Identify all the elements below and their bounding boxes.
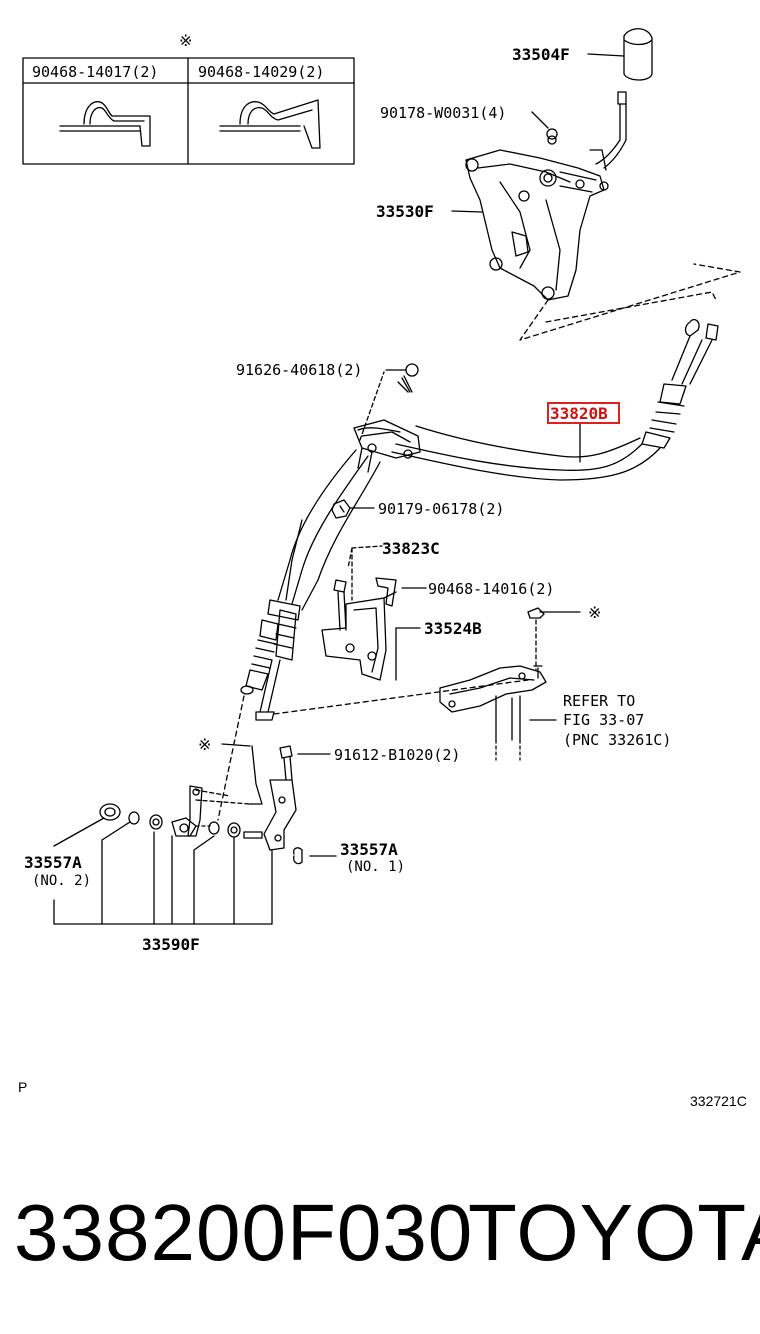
label-33504f: 33504F xyxy=(512,45,570,64)
highlighted-part-33820b[interactable]: 33820B xyxy=(547,402,620,424)
label-33557a-no1: 33557A xyxy=(340,840,398,859)
label-33557a-no1-sub: (NO. 1) xyxy=(346,859,405,875)
corner-left-code: P xyxy=(18,1079,27,1095)
label-33524b: 33524B xyxy=(424,619,482,638)
bracket-33524b-drawing xyxy=(321,545,397,681)
label-90179: 90179-06178(2) xyxy=(378,500,504,518)
refer-fig-assembly-drawing xyxy=(439,607,547,761)
footer-brand: TOYOTA xyxy=(468,1188,760,1277)
label-refer-line2: FIG 33-07 xyxy=(563,711,644,729)
leader-lines xyxy=(53,53,625,857)
label-33557a-no2-sub: (NO. 2) xyxy=(32,873,91,889)
shift-lever-assembly-drawing xyxy=(465,135,609,301)
reference-mark-left: ※ xyxy=(198,735,211,754)
labels: ※ 90468-14017(2) 90468-14029(2) 33504F 9… xyxy=(18,31,747,1109)
label-90178: 90178-W0031(4) xyxy=(380,104,506,122)
corner-right-code: 332721C xyxy=(690,1093,747,1109)
shift-cable-drawing xyxy=(217,318,719,821)
label-33590f: 33590F xyxy=(142,935,200,954)
reference-mark-right: ※ xyxy=(588,603,601,622)
label-refer-line3: (PNC 33261C) xyxy=(563,731,671,749)
bolt-91626-drawing xyxy=(397,363,419,393)
lower-linkage-drawing xyxy=(53,745,303,925)
label-33823c: 33823C xyxy=(382,539,440,558)
dashed-guide-box xyxy=(519,263,741,341)
inset-col1-label: 90468-14017(2) xyxy=(32,63,158,81)
inset-col2-label: 90468-14029(2) xyxy=(198,63,324,81)
label-33557a-no2: 33557A xyxy=(24,853,82,872)
label-91612: 91612-B1020(2) xyxy=(334,746,460,764)
label-refer-line1: REFER TO xyxy=(563,692,635,710)
footer-part-number: 338200F030 xyxy=(14,1188,474,1277)
clip-14017-drawing xyxy=(59,101,151,147)
inset-table xyxy=(22,57,355,165)
label-90468-14016: 90468-14016(2) xyxy=(428,580,554,598)
shift-knob-drawing xyxy=(589,28,653,171)
nut-90179-drawing xyxy=(331,499,351,519)
label-33820b[interactable]: 33820B xyxy=(550,404,608,423)
clip-14029-drawing xyxy=(219,99,321,149)
label-33530f: 33530F xyxy=(376,202,434,221)
reference-mark-top: ※ xyxy=(179,31,192,50)
label-91626: 91626-40618(2) xyxy=(236,361,362,379)
highlight-box xyxy=(547,402,620,424)
